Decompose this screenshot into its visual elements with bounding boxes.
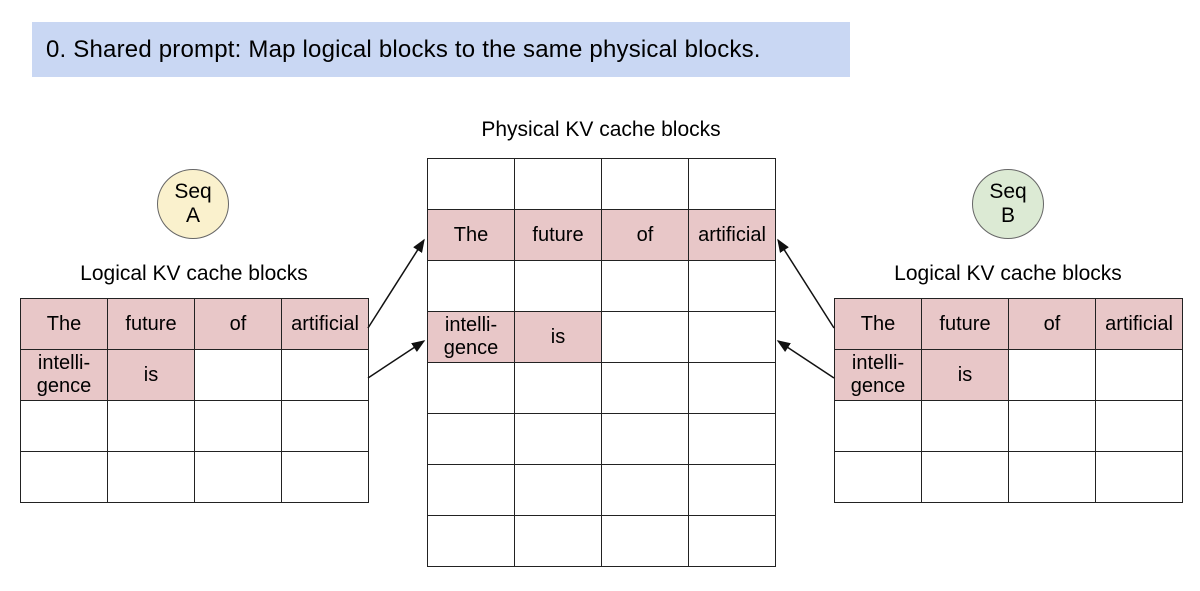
kv-block-row (427, 515, 776, 567)
kv-cell-r3c2 (194, 451, 282, 503)
kv-block-row (834, 400, 1183, 452)
kv-cell-r2c1 (921, 400, 1009, 452)
physical-table-title: Physical KV cache blocks (481, 118, 721, 141)
arrow-seq-b-block1-to-physical (776, 340, 835, 379)
kv-cell-r1c2: of (601, 209, 689, 261)
kv-cell-r4c0 (427, 362, 515, 414)
kv-cell-r7c1 (514, 515, 602, 567)
kv-cell-r5c0 (427, 413, 515, 465)
kv-block-row (427, 260, 776, 312)
kv-cell-r0c1: future (107, 298, 195, 350)
kv-cell-r4c1 (514, 362, 602, 414)
kv-cell-r0c2 (601, 158, 689, 210)
kv-cell-r0c0: The (20, 298, 108, 350)
kv-cell-r7c2 (601, 515, 689, 567)
kv-cell-r3c3 (1095, 451, 1183, 503)
kv-cell-r0c2: of (1008, 298, 1096, 350)
kv-cell-r2c3 (1095, 400, 1183, 452)
kv-cell-r0c3 (688, 158, 776, 210)
seq-b-badge-label: Seq B (989, 180, 1027, 227)
kv-cell-r1c0: The (427, 209, 515, 261)
kv-cell-r6c0 (427, 464, 515, 516)
seq-b-logical-table-title: Logical KV cache blocks (894, 262, 1122, 285)
kv-cell-r2c1 (514, 260, 602, 312)
kv-cell-r3c0: intelli- gence (427, 311, 515, 363)
kv-cell-r0c3: artificial (1095, 298, 1183, 350)
kv-block-row (20, 451, 369, 503)
seq-a-logical-table-title: Logical KV cache blocks (80, 262, 308, 285)
kv-cell-r2c3 (281, 400, 369, 452)
arrow-seq-b-block0-to-physical (777, 238, 835, 329)
kv-cell-r6c1 (514, 464, 602, 516)
kv-cell-r1c0: intelli- gence (834, 349, 922, 401)
kv-block-row (427, 158, 776, 210)
kv-block-row (20, 400, 369, 452)
title-banner: 0. Shared prompt: Map logical blocks to … (32, 22, 850, 77)
kv-cell-r0c0 (427, 158, 515, 210)
seq-b-badge: Seq B (972, 169, 1044, 239)
kv-cell-r1c2 (1008, 349, 1096, 401)
kv-cell-r1c1: is (921, 349, 1009, 401)
kv-cell-r3c0 (834, 451, 922, 503)
kv-cell-r4c2 (601, 362, 689, 414)
kv-cell-r5c2 (601, 413, 689, 465)
kv-cell-r0c0: The (834, 298, 922, 350)
arrow-seq-a-block0-to-physical (367, 238, 425, 329)
kv-cell-r4c3 (688, 362, 776, 414)
kv-cell-r3c1 (921, 451, 1009, 503)
kv-cell-r5c1 (514, 413, 602, 465)
seq-a-badge-label: Seq A (174, 180, 212, 227)
kv-cell-r6c3 (688, 464, 776, 516)
kv-cell-r6c2 (601, 464, 689, 516)
kv-block-row (427, 362, 776, 414)
kv-cell-r0c3: artificial (281, 298, 369, 350)
kv-cell-r0c1: future (921, 298, 1009, 350)
kv-cell-r2c3 (688, 260, 776, 312)
kv-cell-r3c0 (20, 451, 108, 503)
kv-cell-r7c3 (688, 515, 776, 567)
kv-cell-r3c2 (601, 311, 689, 363)
kv-cell-r0c2: of (194, 298, 282, 350)
arrow-seq-a-block1-to-physical (367, 340, 426, 379)
kv-cell-r2c2 (601, 260, 689, 312)
kv-cell-r3c1: is (514, 311, 602, 363)
kv-cell-r3c1 (107, 451, 195, 503)
seq-a-badge: Seq A (157, 169, 229, 239)
kv-cell-r2c0 (834, 400, 922, 452)
kv-cell-r1c3 (281, 349, 369, 401)
kv-cell-r1c3 (1095, 349, 1183, 401)
kv-cell-r7c0 (427, 515, 515, 567)
kv-cell-r1c1: future (514, 209, 602, 261)
kv-cell-r1c0: intelli- gence (20, 349, 108, 401)
kv-cell-r1c3: artificial (688, 209, 776, 261)
kv-cell-r2c0 (20, 400, 108, 452)
kv-block-row (834, 451, 1183, 503)
kv-block-row (427, 413, 776, 465)
kv-block-row (427, 464, 776, 516)
kv-cell-r5c3 (688, 413, 776, 465)
kv-cell-r3c2 (1008, 451, 1096, 503)
kv-cell-r2c2 (1008, 400, 1096, 452)
kv-cell-r2c2 (194, 400, 282, 452)
kv-cell-r2c0 (427, 260, 515, 312)
kv-cell-r3c3 (688, 311, 776, 363)
kv-cell-r3c3 (281, 451, 369, 503)
kv-cell-r1c1: is (107, 349, 195, 401)
kv-cell-r1c2 (194, 349, 282, 401)
kv-cell-r0c1 (514, 158, 602, 210)
title-banner-text: 0. Shared prompt: Map logical blocks to … (46, 35, 761, 63)
kv-cell-r2c1 (107, 400, 195, 452)
